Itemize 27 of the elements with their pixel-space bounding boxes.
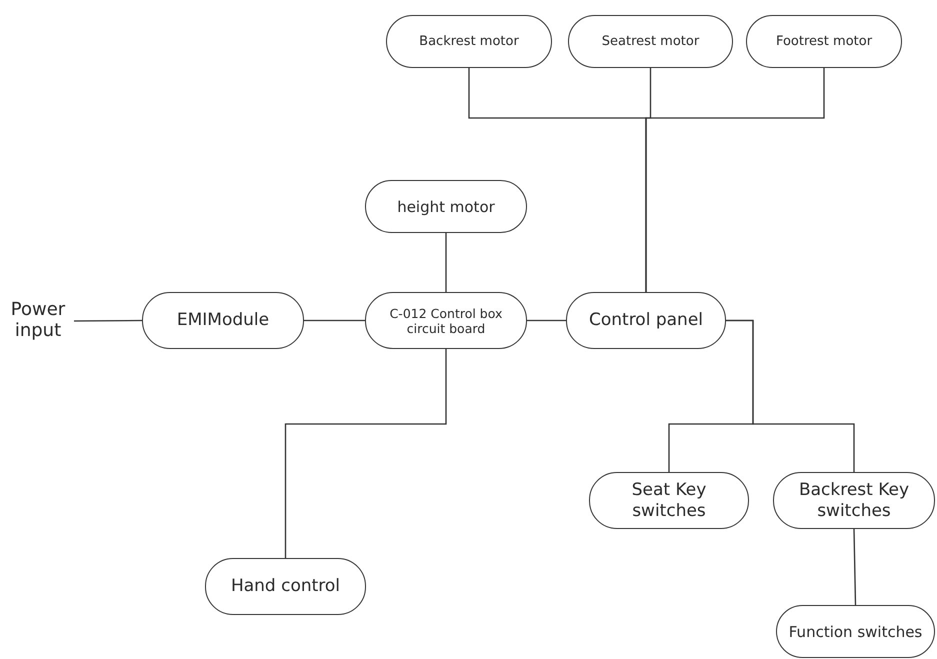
connector-line <box>445 233 447 292</box>
rounded-box <box>386 15 552 68</box>
box-label: C-012 Control box circuit board <box>388 306 504 336</box>
input-label: Power input <box>2 294 74 348</box>
connector-line <box>284 349 447 558</box>
connector-line <box>853 528 856 606</box>
box-label: Control panel <box>588 310 704 331</box>
rounded-box <box>568 15 733 68</box>
box-label: Function switches <box>788 622 922 640</box>
rounded-box <box>365 180 527 233</box>
rounded-box <box>773 472 935 529</box>
box-label: EMIModule <box>176 310 270 331</box>
rounded-box <box>746 15 902 68</box>
box-label: Hand control <box>230 576 340 597</box>
rounded-box <box>589 472 749 529</box>
connector-line <box>726 320 855 472</box>
box-label: height motor <box>397 198 495 216</box>
box-label: Footrest motor <box>776 34 872 50</box>
connector-line <box>527 320 566 322</box>
box-label: Seatrest motor <box>602 34 700 50</box>
box-label: Backrest Key switches <box>798 480 910 521</box>
connector-line <box>645 68 825 292</box>
connector-line <box>304 320 365 322</box>
box-label: Seat Key switches <box>630 480 708 521</box>
rounded-box <box>776 605 935 658</box>
connector-line <box>74 320 142 322</box>
box-label: Backrest motor <box>419 34 519 50</box>
